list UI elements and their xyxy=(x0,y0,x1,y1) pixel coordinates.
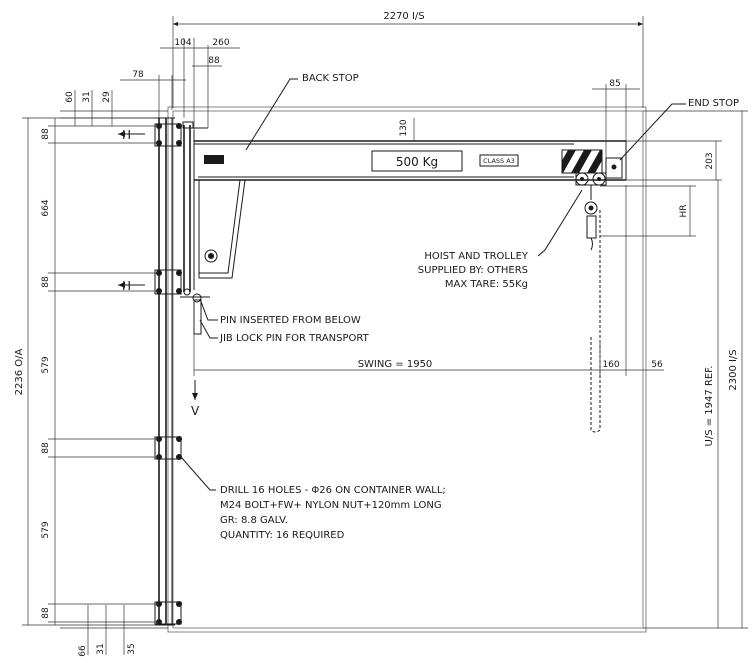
jib-lock-label: JIB LOCK PIN FOR TRANSPORT xyxy=(219,333,370,344)
dim-85 xyxy=(592,84,640,158)
drill-label-3: GR: 8.8 GALV. xyxy=(220,515,288,526)
hazard-stripes xyxy=(561,149,603,174)
dim-b35-text: 35 xyxy=(127,643,137,654)
container-outline xyxy=(172,110,644,629)
dim-overall-height-is-text: 2300 I/S xyxy=(728,349,739,390)
mast-column xyxy=(155,117,175,626)
drill-label-4: QUANTITY: 16 REQUIRED xyxy=(220,530,345,541)
end-stop-bolt xyxy=(611,164,617,170)
leader-end-stop xyxy=(619,103,686,161)
end-stop-block xyxy=(605,157,623,179)
dim-top-left-group xyxy=(120,38,240,140)
leader-drill xyxy=(180,456,216,491)
drill-label-2: M24 BOLT+FW+ NYLON NUT+120mm LONG xyxy=(220,500,442,511)
dim-overall-height-oa-text: 2236 O/A xyxy=(14,348,25,395)
dim-overall-width xyxy=(172,16,644,108)
leader-pin-below xyxy=(199,298,218,321)
bolt-holes xyxy=(156,123,182,625)
dim-v88a-text: 88 xyxy=(41,128,51,140)
dim-v88d-text: 88 xyxy=(41,607,51,619)
dim-left-vertical-chain xyxy=(22,117,158,626)
dim-us-ref-text: U/S = 1947 REF. xyxy=(704,366,715,447)
v-label: V xyxy=(191,404,200,418)
dim-31-top-text: 31 xyxy=(82,91,92,102)
class-plate xyxy=(479,154,519,167)
dim-160-text: 160 xyxy=(602,360,619,370)
h-mid-label: H xyxy=(122,279,131,293)
dim-swing-text: SWING = 1950 xyxy=(358,359,433,370)
dim-88-top-text: 88 xyxy=(208,56,220,66)
dim-260-text: 260 xyxy=(212,38,229,48)
end-stop-label: END STOP xyxy=(688,98,739,109)
dim-top-vertical-group xyxy=(60,90,168,126)
dim-v664-text: 664 xyxy=(41,199,51,216)
hoist-label-3: MAX TARE: 55Kg xyxy=(445,279,528,290)
jib-lock-pin xyxy=(180,288,210,335)
dim-56-text: 56 xyxy=(651,360,663,370)
dim-hr-text: HR xyxy=(679,204,689,217)
dim-overall-width-text: 2270 I/S xyxy=(383,11,424,22)
back-stop-label: BACK STOP xyxy=(302,73,359,84)
load-label: 500 Kg xyxy=(396,155,438,169)
dim-v579a-text: 579 xyxy=(41,356,51,373)
leader-back-stop xyxy=(245,78,298,151)
hoist-label-2: SUPPLIED BY: OTHERS xyxy=(418,265,528,276)
dim-b66-text: 66 xyxy=(78,645,88,657)
pivot-post xyxy=(182,121,208,292)
container-inner-outline xyxy=(167,106,647,633)
dim-29-text: 29 xyxy=(102,91,112,103)
dim-130-text: 130 xyxy=(399,119,409,136)
leader-hoist xyxy=(537,189,583,257)
dim-v88c-text: 88 xyxy=(41,442,51,454)
dim-b31-text: 31 xyxy=(96,643,106,654)
load-plate xyxy=(371,150,463,172)
drill-label-1: DRILL 16 HOLES - Φ26 ON CONTAINER WALL; xyxy=(220,485,446,496)
dim-78-text: 78 xyxy=(132,70,144,80)
dim-bottom-group xyxy=(60,605,168,655)
h-top-label: H xyxy=(122,128,131,142)
jib-arm xyxy=(194,140,627,279)
dim-swing xyxy=(193,185,664,376)
wall-brackets xyxy=(154,123,182,625)
hoist-label-1: HOIST AND TROLLEY xyxy=(424,251,529,262)
dim-v88b-text: 88 xyxy=(41,276,51,288)
class-label: CLASS A3 xyxy=(483,157,515,165)
dim-85-text: 85 xyxy=(609,79,620,89)
dim-v579b-text: 579 xyxy=(41,521,51,538)
hoist-trolley xyxy=(575,172,607,433)
dim-60-text: 60 xyxy=(65,91,75,103)
leader-jib-lock xyxy=(199,319,218,339)
dim-104-text: 104 xyxy=(174,38,191,48)
pin-below-label: PIN INSERTED FROM BELOW xyxy=(220,315,361,326)
dim-right-group xyxy=(600,110,748,629)
dim-203-text: 203 xyxy=(705,152,715,169)
